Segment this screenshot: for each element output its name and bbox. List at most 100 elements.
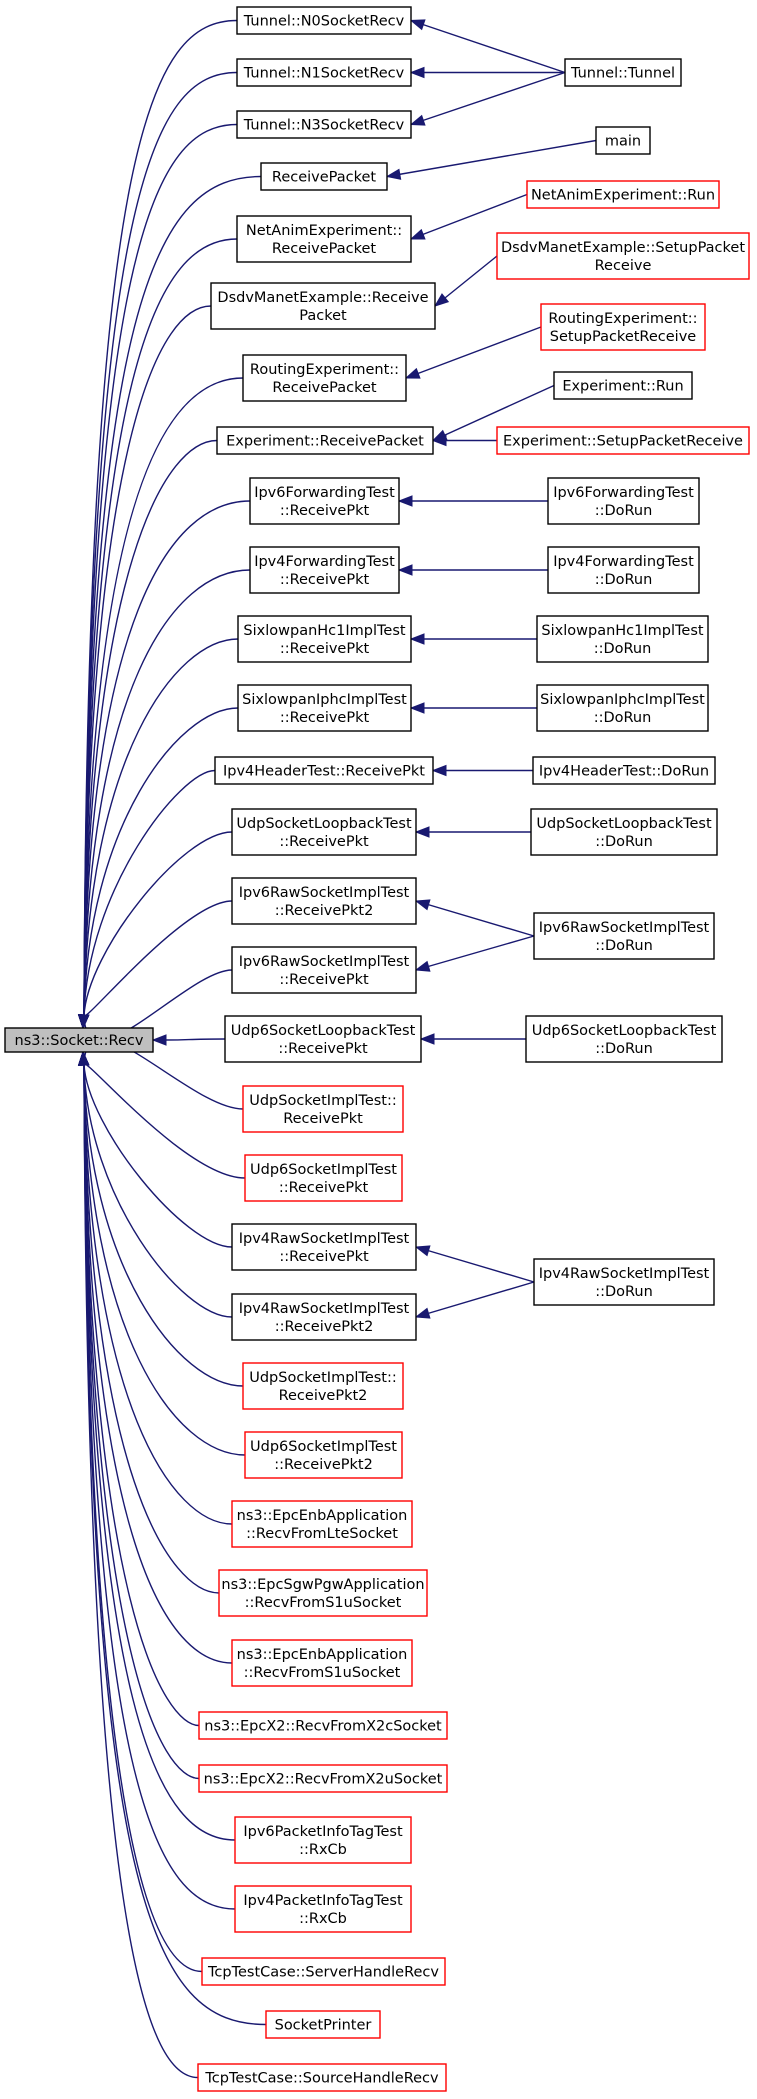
edge-udpi2-to-recv bbox=[83, 1063, 244, 1387]
node-ip6fd-label-0: Ipv6ForwardingTest bbox=[553, 485, 694, 501]
node-hc1[interactable]: SixlowpanHc1ImplTest::ReceivePkt bbox=[237, 615, 412, 663]
edge-dsdv-to-recv bbox=[83, 305, 212, 1017]
node-ip4pi[interactable]: Ipv4PacketInfoTagTest::RxCb bbox=[234, 1885, 412, 1933]
node-udp6i-box bbox=[244, 1154, 403, 1202]
edge-nae-to-recv bbox=[83, 238, 238, 1017]
node-tun[interactable]: Tunnel::Tunnel bbox=[564, 58, 682, 87]
node-ip4r2[interactable]: Ipv4RawSocketImplTest::ReceivePkt2 bbox=[231, 1293, 417, 1341]
node-udp6ld-box bbox=[525, 1015, 723, 1063]
node-ip6r-box bbox=[231, 946, 417, 994]
node-udp6i2[interactable]: Udp6SocketImplTest::ReceivePkt2 bbox=[244, 1431, 403, 1479]
node-main[interactable]: main bbox=[595, 126, 651, 155]
node-dsdvsetup[interactable]: DsdvManetExample::SetupPacketReceive bbox=[496, 232, 750, 280]
node-udpld[interactable]: UdpSocketLoopbackTest::DoRun bbox=[530, 808, 718, 856]
node-exp-box bbox=[216, 426, 434, 455]
arrowhead-udp6l-to-recv bbox=[151, 1034, 167, 1046]
node-enbs1[interactable]: ns3::EpcEnbApplication::RecvFromS1uSocke… bbox=[231, 1639, 413, 1687]
node-udpi2[interactable]: UdpSocketImplTest::ReceivePkt2 bbox=[242, 1362, 404, 1410]
node-udp6i[interactable]: Udp6SocketImplTest::ReceivePkt bbox=[244, 1154, 403, 1202]
arrowhead-ip4fd-to-ip4f bbox=[397, 564, 413, 576]
edge-udp6i-to-recv bbox=[83, 1063, 246, 1179]
arrowhead-tun-to-n1 bbox=[409, 66, 425, 79]
edge-n1-to-recv bbox=[83, 71, 238, 1017]
node-x2u[interactable]: ns3::EpcX2::RecvFromX2uSocket bbox=[198, 1764, 448, 1793]
node-n3[interactable]: Tunnel::N3SocketRecv bbox=[236, 110, 412, 139]
node-udpl[interactable]: UdpSocketLoopbackTest::ReceivePkt bbox=[231, 808, 417, 856]
node-udp6ld[interactable]: Udp6SocketLoopbackTest::DoRun bbox=[525, 1015, 723, 1063]
node-naerun[interactable]: NetAnimExperiment::Run bbox=[526, 180, 720, 209]
node-rexpsetup-label-0: RoutingExperiment:: bbox=[548, 311, 697, 327]
node-n1[interactable]: Tunnel::N1SocketRecv bbox=[236, 58, 412, 87]
node-ip4hd[interactable]: Ipv4HeaderTest::DoRun bbox=[532, 756, 716, 785]
node-rp[interactable]: ReceivePacket bbox=[260, 162, 388, 191]
node-dsdv[interactable]: DsdvManetExample::ReceivePacket bbox=[210, 282, 436, 330]
node-exp[interactable]: Experiment::ReceivePacket bbox=[216, 426, 434, 455]
edge-ip4r2-to-recv bbox=[83, 1063, 233, 1318]
node-enblte-label-1: ::RecvFromLteSocket bbox=[246, 1526, 398, 1542]
node-rexpsetup[interactable]: RoutingExperiment::SetupPacketReceive bbox=[540, 303, 706, 351]
node-ip6rd-label-1: ::DoRun bbox=[595, 938, 653, 954]
node-enbs1-box bbox=[231, 1639, 413, 1687]
node-enblte[interactable]: ns3::EpcEnbApplication::RecvFromLteSocke… bbox=[231, 1500, 413, 1548]
node-rexp[interactable]: RoutingExperiment::ReceivePacket bbox=[242, 354, 407, 402]
node-x2u-label-0: ns3::EpcX2::RecvFromX2uSocket bbox=[204, 1772, 443, 1788]
arrowhead-naerun-to-nae bbox=[409, 228, 426, 240]
node-hc1d[interactable]: SixlowpanHc1ImplTest::DoRun bbox=[536, 615, 709, 663]
node-tcpsrc[interactable]: TcpTestCase::SourceHandleRecv bbox=[197, 2063, 447, 2092]
node-x2c[interactable]: ns3::EpcX2::RecvFromX2cSocket bbox=[198, 1711, 448, 1740]
node-sgw[interactable]: ns3::EpcSgwPgwApplication::RecvFromS1uSo… bbox=[218, 1569, 428, 1617]
edge-ip6f-to-recv bbox=[83, 500, 251, 1017]
node-udp6ld-label-0: Udp6SocketLoopbackTest bbox=[532, 1023, 717, 1039]
node-sp[interactable]: SocketPrinter bbox=[265, 2010, 381, 2039]
node-tcpsrc-box bbox=[197, 2063, 447, 2092]
node-dsdvsetup-label-1: Receive bbox=[595, 258, 652, 274]
node-udpld-label-0: UdpSocketLoopbackTest bbox=[536, 816, 712, 832]
node-ip6f[interactable]: Ipv6ForwardingTest::ReceivePkt bbox=[249, 477, 400, 525]
node-exprun[interactable]: Experiment::Run bbox=[553, 371, 693, 400]
node-naerun-box bbox=[526, 180, 720, 209]
node-udp6i-label-1: ::ReceivePkt bbox=[279, 1180, 369, 1196]
node-tcpsrc-label-0: TcpTestCase::SourceHandleRecv bbox=[204, 2071, 439, 2087]
node-iphc-label-0: SixlowpanIphcImplTest bbox=[242, 692, 407, 708]
node-udpi-label-1: ReceivePkt bbox=[283, 1111, 363, 1127]
node-ip4f[interactable]: Ipv4ForwardingTest::ReceivePkt bbox=[249, 546, 400, 594]
edge-ip4rd-to-ip4r2 bbox=[415, 1281, 535, 1318]
node-ip4r-label-1: ::ReceivePkt bbox=[279, 1249, 369, 1265]
node-udpi2-box bbox=[242, 1362, 404, 1410]
node-ip4fd[interactable]: Ipv4ForwardingTest::DoRun bbox=[547, 546, 700, 594]
node-udpi[interactable]: UdpSocketImplTest::ReceivePkt bbox=[242, 1085, 404, 1133]
node-ip4h[interactable]: Ipv4HeaderTest::ReceivePkt bbox=[214, 756, 434, 785]
edge-tun-to-n0 bbox=[410, 19, 566, 74]
edge-x2u-to-recv bbox=[83, 1063, 200, 1780]
node-ip4r-label-0: Ipv4RawSocketImplTest bbox=[239, 1231, 410, 1247]
node-ip4rd[interactable]: Ipv4RawSocketImplTest::DoRun bbox=[533, 1258, 715, 1306]
node-ip6fd[interactable]: Ipv6ForwardingTest::DoRun bbox=[547, 477, 700, 525]
node-nae[interactable]: NetAnimExperiment::ReceivePacket bbox=[236, 215, 412, 263]
node-dsdv-box bbox=[210, 282, 436, 330]
node-sgw-label-0: ns3::EpcSgwPgwApplication bbox=[221, 1577, 424, 1593]
node-udp6l[interactable]: Udp6SocketLoopbackTest::ReceivePkt bbox=[224, 1015, 422, 1063]
node-iphc[interactable]: SixlowpanIphcImplTest::ReceivePkt bbox=[237, 684, 412, 732]
node-tcps[interactable]: TcpTestCase::ServerHandleRecv bbox=[201, 1957, 446, 1986]
node-ip6r2[interactable]: Ipv6RawSocketImplTest::ReceivePkt2 bbox=[231, 877, 417, 925]
edge-ip4rd-to-ip4r bbox=[415, 1246, 535, 1283]
node-udpl-box bbox=[231, 808, 417, 856]
node-n0[interactable]: Tunnel::N0SocketRecv bbox=[236, 6, 412, 35]
node-expsetup[interactable]: Experiment::SetupPacketReceive bbox=[496, 426, 750, 455]
edge-udp6l-to-recv bbox=[165, 1038, 226, 1041]
edge-rexp-to-recv bbox=[83, 377, 244, 1017]
edge-udp6i2-to-recv bbox=[83, 1063, 246, 1456]
node-iphcd-box bbox=[536, 684, 709, 732]
node-x2u-box bbox=[198, 1764, 448, 1793]
edge-ip6pi-to-recv bbox=[83, 1063, 236, 1841]
node-ip6rd[interactable]: Ipv6RawSocketImplTest::DoRun bbox=[533, 912, 715, 960]
node-tcps-label-0: TcpTestCase::ServerHandleRecv bbox=[207, 1965, 439, 1981]
node-ip6r[interactable]: Ipv6RawSocketImplTest::ReceivePkt bbox=[231, 946, 417, 994]
arrowhead-ip6rd-to-ip6r2 bbox=[414, 899, 431, 911]
node-iphcd[interactable]: SixlowpanIphcImplTest::DoRun bbox=[536, 684, 709, 732]
node-ip6fd-box bbox=[547, 477, 700, 525]
node-ip6pi[interactable]: Ipv6PacketInfoTagTest::RxCb bbox=[234, 1816, 412, 1864]
node-hc1-label-1: ::ReceivePkt bbox=[280, 641, 370, 657]
node-recv[interactable]: ns3::Socket::Recv bbox=[4, 1027, 154, 1053]
node-ip4r[interactable]: Ipv4RawSocketImplTest::ReceivePkt bbox=[231, 1223, 417, 1271]
